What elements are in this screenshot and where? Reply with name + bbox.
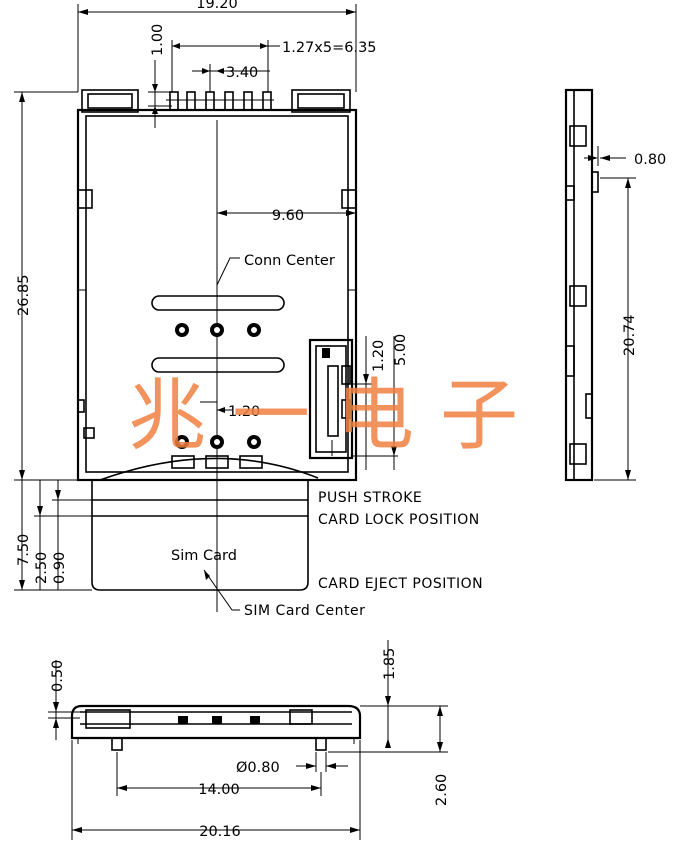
label-push-stroke: PUSH STROKE xyxy=(318,490,422,506)
dim-inner-offset: 1.20 xyxy=(228,404,260,420)
dim-slot-a: 1.20 xyxy=(371,340,387,372)
label-card-eject: CARD EJECT POSITION xyxy=(318,576,483,592)
dim-pin-offset: 3.40 xyxy=(226,65,258,81)
contact-holes-upper xyxy=(175,323,261,337)
dim-peg-span: 14.00 xyxy=(198,782,240,798)
dim-width-top: 19.20 xyxy=(196,0,238,12)
dim-bottom-width: 20.16 xyxy=(199,824,241,840)
dim-stroke-lock: 2.50 xyxy=(34,552,50,584)
dim-bottom-top-step: 0.50 xyxy=(50,660,66,692)
dim-center-offset: 9.60 xyxy=(272,208,304,224)
pin-row xyxy=(166,91,274,111)
bottom-view: 0.50 1.85 2.60 Ø0.80 14.00 xyxy=(48,640,450,840)
label-card-lock: CARD LOCK POSITION xyxy=(318,512,480,528)
dim-slot-b: 5.00 xyxy=(393,334,409,366)
top-view: 19.20 1.27x5=6.35 3.40 1.00 xyxy=(14,0,483,619)
dim-overall-height: 26.85 xyxy=(16,274,32,316)
side-view: 0.80 20.74 xyxy=(564,88,666,482)
dim-bottom-height: 2.60 xyxy=(434,774,450,806)
dim-pitch: 1.27x5=6.35 xyxy=(282,40,377,56)
dim-side-length: 20.74 xyxy=(622,314,638,356)
dim-stroke-push: 0.90 xyxy=(52,552,68,584)
contact-holes-lower xyxy=(175,435,261,449)
dim-pin-height: 1.00 xyxy=(150,24,166,56)
dim-bottom-right-step: 1.85 xyxy=(382,648,398,680)
dim-stroke-total: 7.50 xyxy=(16,534,32,566)
label-sim-card: Sim Card xyxy=(171,548,237,564)
watermark-text: 兆一电子 xyxy=(128,371,544,461)
label-sim-card-center: SIM Card Center xyxy=(244,603,365,619)
dim-side-protrusion: 0.80 xyxy=(634,152,666,168)
label-conn-center: Conn Center xyxy=(244,253,335,269)
dim-peg-diameter: Ø0.80 xyxy=(236,760,280,776)
